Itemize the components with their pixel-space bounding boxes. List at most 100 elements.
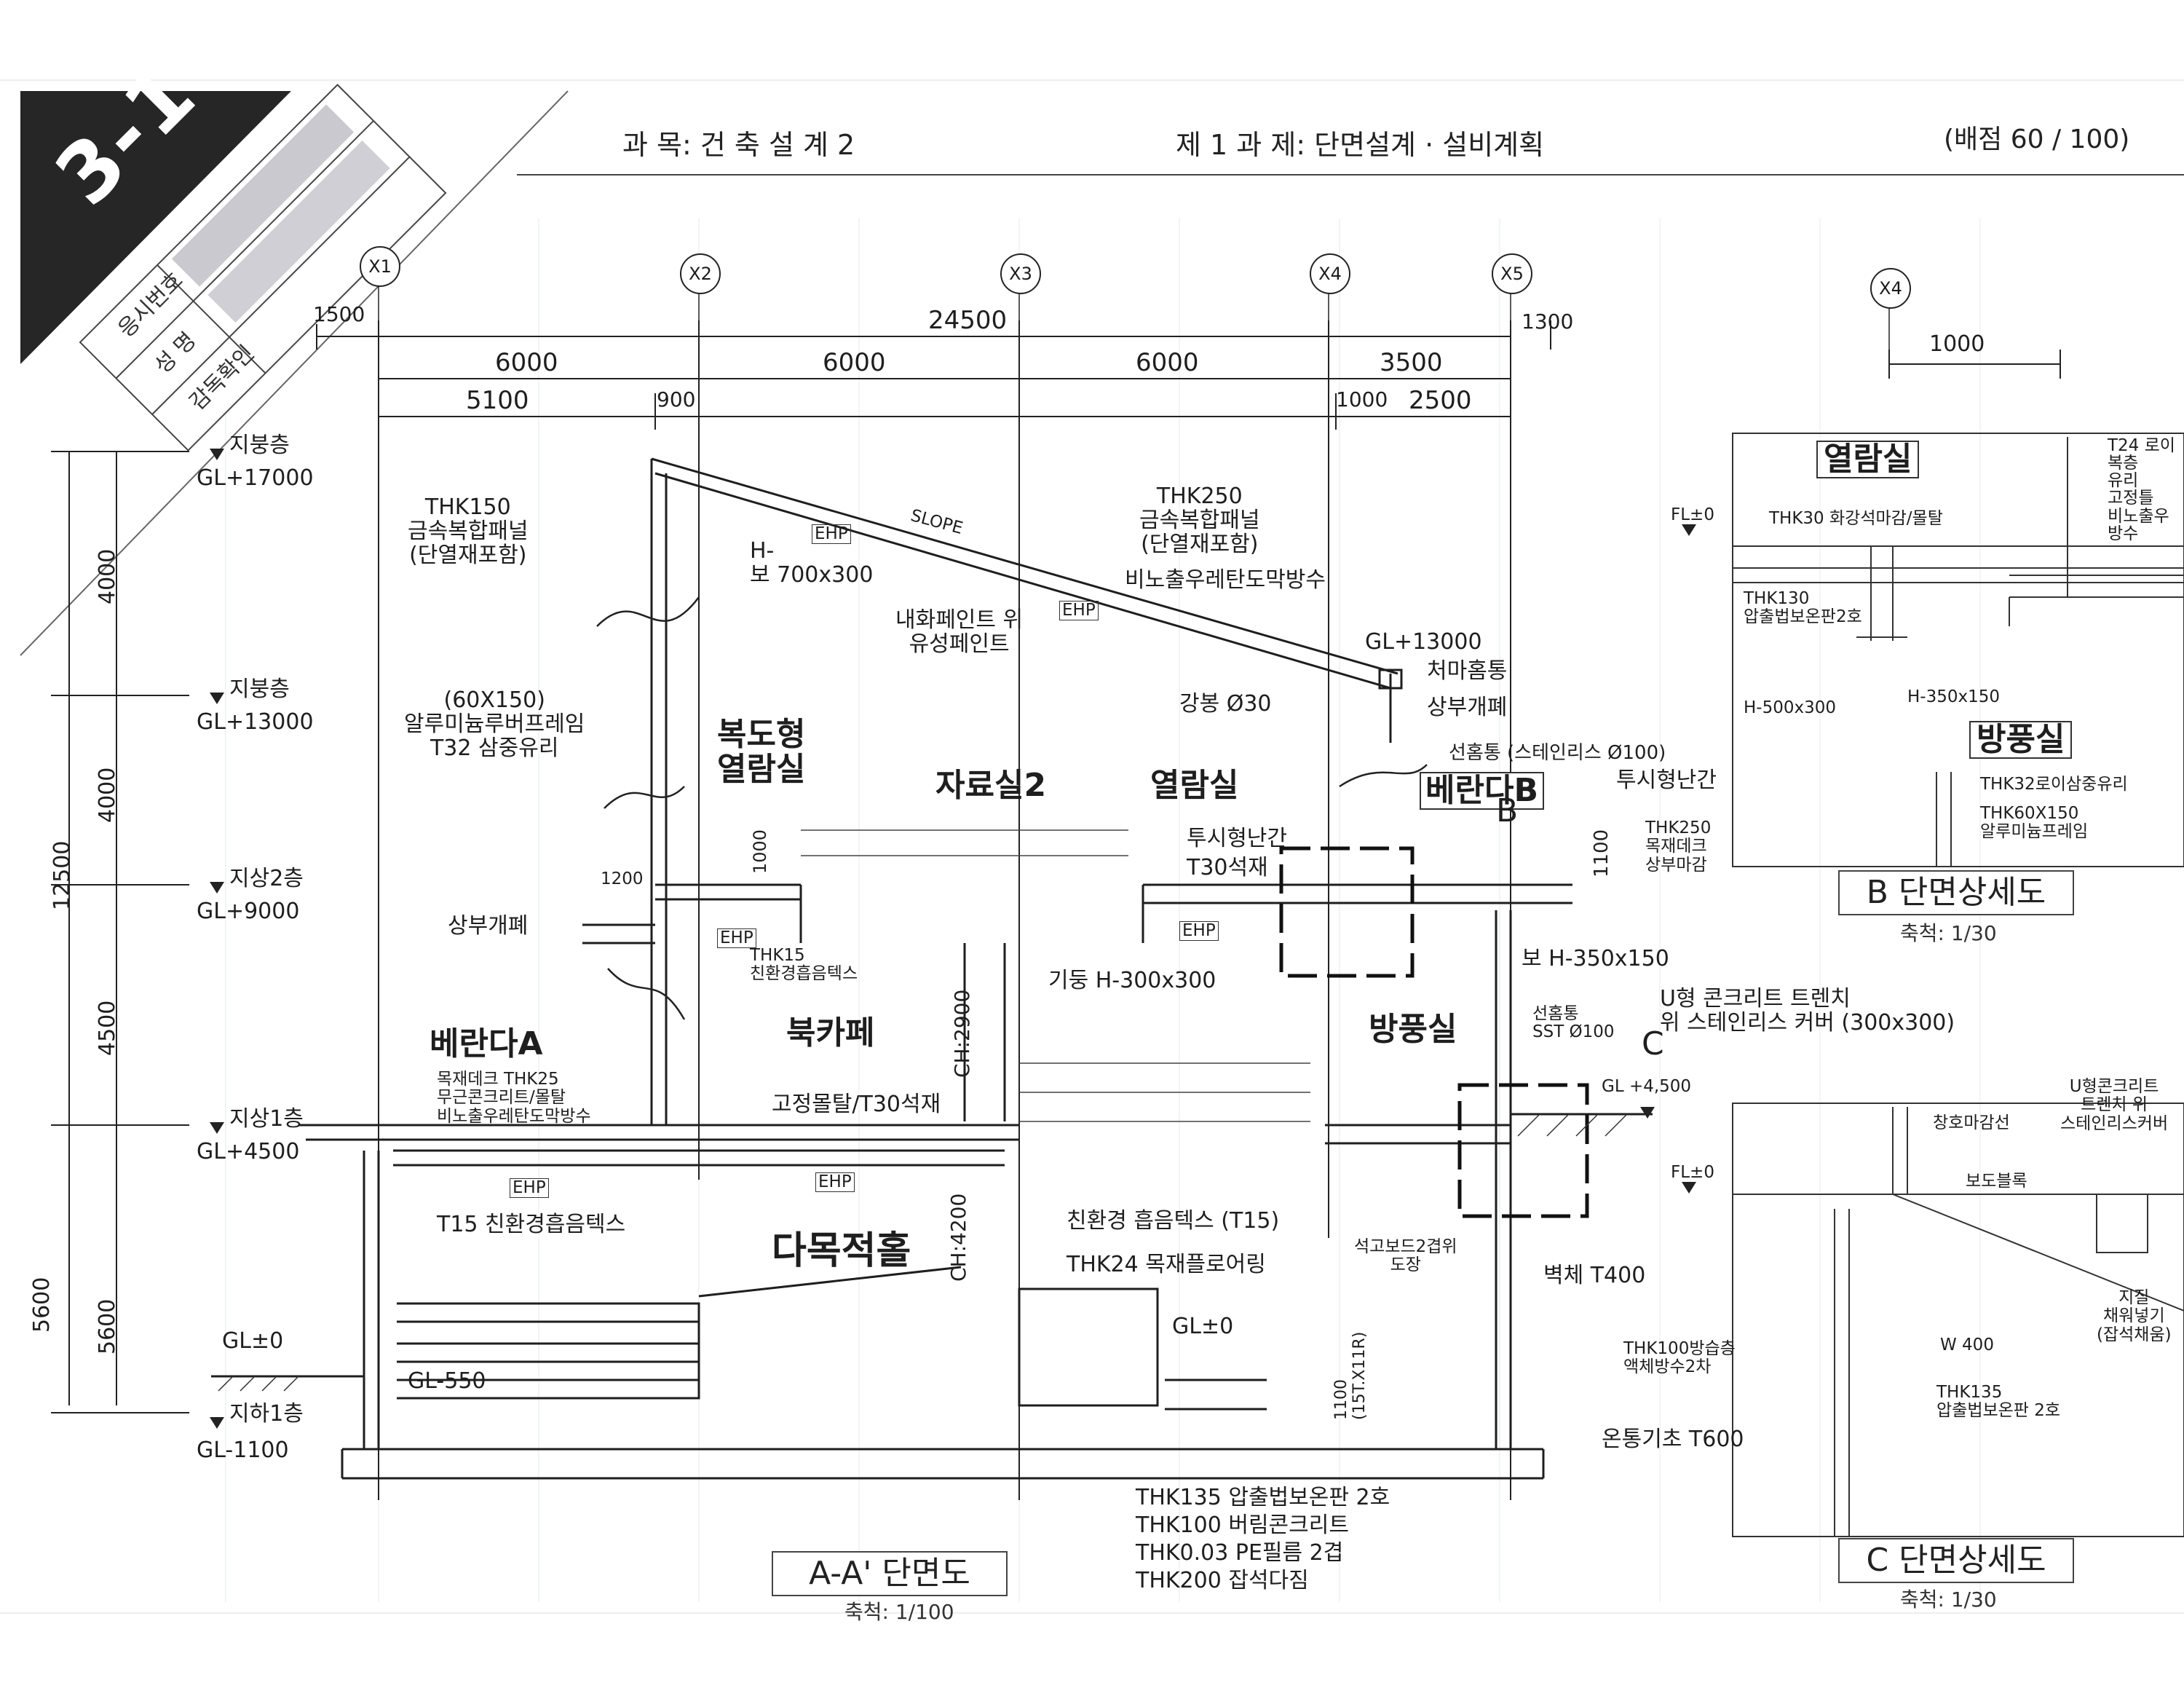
detail-b-note-beam-1: H-500x300 [1744, 698, 1837, 717]
note-pe-film: THK0.03 PE필름 2겹 [1136, 1540, 1344, 1566]
detail-b-scale: 축척: 1/30 [1900, 921, 1997, 945]
note-roof-panel-right: THK250 금속복합패널 (단열재포함) [1139, 484, 1260, 557]
dim-height-3: 4500 [95, 1000, 120, 1056]
dim-detail-b-height: 1100 [1591, 829, 1613, 877]
note-column: 기둥 H-300x300 [1048, 968, 1216, 993]
detail-c-note-width: W 400 [1940, 1336, 1994, 1354]
dim-span-1: 6000 [495, 348, 558, 377]
note-wood-floor: THK24 목재플로어링 [1067, 1252, 1266, 1277]
grid-x5: X5 [1492, 253, 1532, 294]
note-mat-foundation: 온통기초 T600 [1602, 1427, 1744, 1452]
note-stone-2f: T30석재 [1187, 855, 1268, 880]
detail-b-note-floor: THK30 화강석마감/몰탈 [1769, 509, 1943, 528]
detail-marker-b: B [1496, 792, 1519, 829]
ventilation-arrows [596, 596, 1428, 1020]
note-acoustic-b1: T15 친환경흡음텍스 [437, 1212, 626, 1237]
detail-b-note-frame: THK60X150 알루미늄프레임 [1980, 804, 2089, 842]
level-roof-upper: 지붕층 [229, 433, 290, 458]
fl0-detail-b: FL±0 [1671, 505, 1714, 524]
grid-x1: X1 [360, 246, 400, 287]
grid-x4: X4 [1310, 253, 1350, 294]
note-acoustic-2f: THK15 친환경흡음텍스 [750, 946, 858, 984]
room-archive: 자료실2 [935, 767, 1047, 804]
dim-span-2: 6000 [823, 348, 886, 377]
room-book-cafe: 북카페 [786, 1014, 875, 1052]
note-top-opening-left: 상부개폐 [448, 913, 529, 939]
level-roof-upper-gl: GL+17000 [197, 465, 314, 491]
detail-c-caption: C 단면상세도 [1838, 1538, 2074, 1583]
dim-subspan-4: 2500 [1409, 386, 1472, 415]
detail-marker-c: C [1642, 1025, 1664, 1062]
gl-13000: GL+13000 [1365, 629, 1482, 655]
dim-total-height: 12500 [50, 840, 75, 910]
dim-left-overhang: 1500 [313, 302, 365, 326]
detail-c-note-paving: 보도블록 [1966, 1172, 2027, 1191]
ehp-tag-1: EHP [812, 524, 851, 545]
note-ch-4200: CH:4200 [946, 1193, 970, 1282]
note-eave-gutter: 처마홈통 [1427, 658, 1508, 684]
note-paint: 내화페인트 위 유성페인트 [895, 607, 1024, 657]
level-markers [210, 449, 1696, 1429]
main-section-caption: A-A' 단면도 [772, 1551, 1008, 1596]
gl0-left: GL±0 [222, 1328, 284, 1354]
note-roof-panel-left: THK150 금속복합패널 (단열재포함) [408, 494, 529, 568]
note-waterproofing: 비노출우레탄도막방수 [1125, 567, 1326, 593]
gl-4500-tag: GL +4,500 [1602, 1077, 1692, 1096]
ehp-tag-6: EHP [815, 1172, 855, 1193]
dim-height-2: 4000 [95, 767, 120, 823]
dim-right-overhang: 1300 [1522, 309, 1574, 334]
detail-c-scale: 축척: 1/30 [1900, 1588, 1997, 1612]
fl0-detail-c: FL±0 [1671, 1163, 1714, 1182]
note-dim-1200: 1200 [601, 869, 644, 888]
note-trench: U형 콘크리트 트렌치 위 스테인리스 커버 (300x300) [1660, 986, 1955, 1036]
grid-x4-detail: X4 [1870, 268, 1911, 309]
note-acoustic-hall: 친환경 흡음텍스 (T15) [1067, 1208, 1280, 1234]
grid-x3: X3 [1000, 253, 1041, 294]
room-veranda-a: 베란다A [430, 1025, 543, 1062]
detail-b-room-bottom: 방풍실 [1969, 721, 2073, 760]
detail-b-note-beam-2: H-350x150 [1907, 687, 2001, 706]
sheet-corner-tab [20, 91, 291, 364]
note-ch-2900: CH:2900 [950, 989, 974, 1078]
detail-b-note-insulation: THK130 압출법보온판2호 [1744, 589, 1862, 627]
task-title: 제 1 과 제: 단면설계 · 설비계획 [1176, 129, 1545, 161]
railings [801, 829, 1310, 1122]
ehp-tag-3: EHP [717, 928, 756, 949]
building-section [211, 457, 1653, 1480]
note-gypsum: 석고보드2겹위 도장 [1354, 1237, 1457, 1275]
ehp-tag-2: EHP [1059, 601, 1099, 621]
note-top-opening: 상부개폐 [1427, 695, 1508, 720]
note-railing-2f: 투시형난간 [1187, 826, 1287, 851]
dim-subspan-3: 1000 [1336, 387, 1388, 411]
note-railing-b: 투시형난간 [1616, 768, 1717, 793]
level-roof-lower: 지붕층 [229, 677, 290, 702]
detail-b-note-glazing: T24 로이 복층 유리 고정틀 비노출우 방수 [2108, 436, 2175, 543]
level-2f: 지상2층 [229, 866, 304, 891]
note-lean-concrete: THK100 버림콘크리트 [1136, 1513, 1349, 1538]
note-downspout-c: 선홈통 SST Ø100 [1532, 1004, 1615, 1042]
dim-span-3: 6000 [1136, 348, 1199, 377]
detail-callouts [1279, 846, 1589, 1218]
level-b1: 지하1층 [229, 1401, 304, 1427]
room-reading-2f: 복도형 열람실 [717, 716, 806, 789]
note-stone-1f: 고정몰탈/T30석재 [772, 1092, 941, 1117]
level-1f-gl: GL+4500 [197, 1139, 300, 1164]
detail-c-note-insulation: THK135 압출법보온판 2호 [1936, 1383, 2061, 1421]
detail-b-caption: B 단면상세도 [1838, 870, 2074, 915]
main-section-scale: 축척: 1/100 [844, 1600, 954, 1624]
room-windbreak: 방풍실 [1369, 1011, 1457, 1048]
dim-span-4: 3500 [1380, 348, 1443, 377]
dim-detail-b-width: 1000 [1929, 331, 1985, 357]
note-downspout: 선홈통 (스테인리스 Ø100) [1449, 742, 1666, 764]
note-gravel: THK200 잡석다짐 [1136, 1568, 1309, 1593]
dim-overall: 24500 [928, 306, 1008, 335]
grid-x2: X2 [680, 253, 721, 294]
dim-section-height: 5600 [29, 1277, 55, 1333]
subject-title: 과 목: 건 축 설 계 2 [622, 129, 855, 161]
examinee-id-box [79, 84, 447, 451]
note-beam-h350: 보 H-350x150 [1522, 946, 1669, 971]
note-stair-height: 1100 (15T.X11R) [1332, 1331, 1369, 1420]
note-steel-rod: 강봉 Ø30 [1179, 691, 1272, 717]
note-veranda-a-deck: 목재데크 THK25 무근콘크리트/몰탈 비노출우레탄도막방수 [437, 1070, 591, 1126]
dim-height-1: 4000 [95, 548, 120, 604]
